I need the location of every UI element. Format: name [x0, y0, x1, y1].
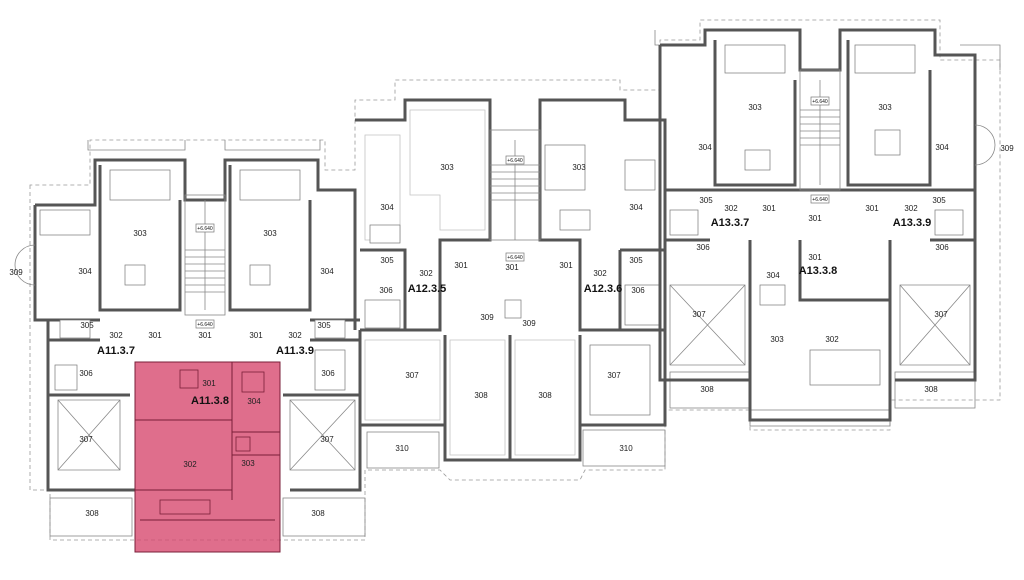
highlight-unit-a11-3-8[interactable]	[134, 361, 281, 553]
room-number-label: 301	[148, 331, 162, 340]
room-number-label: 307	[692, 310, 706, 319]
wing-left	[14, 158, 362, 492]
room-number-label: 310	[395, 444, 409, 453]
room-number-label: 301	[559, 261, 573, 270]
room-number-label: 304	[320, 267, 334, 276]
room-number-label: 303	[878, 103, 892, 112]
unit-label: A12.3.5	[408, 283, 447, 295]
room-number-label: 304	[247, 397, 261, 406]
room-number-label: 305	[699, 196, 713, 205]
room-number-label: 305	[629, 256, 643, 265]
room-number-label: 304	[935, 143, 949, 152]
wing-middle	[355, 98, 667, 462]
room-number-label: 301	[808, 253, 822, 262]
room-number-label: 309	[480, 313, 494, 322]
level-marker: +6.640	[505, 155, 525, 165]
room-number-label: 306	[935, 243, 949, 252]
room-number-label: 304	[698, 143, 712, 152]
room-number-label: 301	[808, 214, 822, 223]
room-number-label: 307	[320, 435, 334, 444]
level-marker: +6.640	[810, 194, 830, 204]
room-number-label: 303	[241, 459, 255, 468]
unit-label: A13.3.8	[799, 265, 838, 277]
level-marker: +6.640	[195, 319, 215, 329]
room-number-label: 301	[249, 331, 263, 340]
room-number-label: 308	[85, 509, 99, 518]
room-number-label: 302	[825, 335, 839, 344]
room-number-label: 301	[454, 261, 468, 270]
room-number-label: 302	[288, 331, 302, 340]
svg-text:+6.640: +6.640	[507, 255, 523, 261]
svg-text:+6.640: +6.640	[812, 99, 828, 105]
room-number-label: 308	[538, 391, 552, 400]
unit-label: A13.3.7	[711, 217, 750, 229]
svg-text:+6.640: +6.640	[507, 158, 523, 164]
room-number-label: 307	[607, 371, 621, 380]
room-number-label: 309	[522, 319, 536, 328]
svg-text:+6.640: +6.640	[812, 197, 828, 203]
room-number-label: 304	[766, 271, 780, 280]
room-number-label: 303	[263, 229, 277, 238]
room-labels: 309 304 303 305 302 306 307 308 301 301 301 304 302 3…	[9, 103, 1014, 518]
room-number-label: 301	[762, 204, 776, 213]
unit-label: A11.3.9	[276, 345, 314, 357]
unit-labels: A11.3.7 A11.3.8 A11.3.9 A12.3.5 A12.3.6 …	[97, 217, 931, 407]
unit-label: A12.3.6	[584, 283, 623, 295]
room-number-label: 305	[380, 256, 394, 265]
room-number-label: 307	[934, 310, 948, 319]
room-number-label: 310	[619, 444, 633, 453]
room-number-label: 305	[317, 321, 331, 330]
room-number-label: 303	[440, 163, 454, 172]
room-number-label: 304	[380, 203, 394, 212]
level-marker: +6.640	[810, 96, 830, 106]
unit-label: A11.3.8	[191, 395, 229, 407]
room-number-label: 307	[405, 371, 419, 380]
room-number-label: 301	[505, 263, 519, 272]
room-number-label: 307	[79, 435, 93, 444]
room-number-label: 302	[183, 460, 197, 469]
room-number-label: 306	[79, 369, 93, 378]
unit-label: A13.3.9	[893, 217, 932, 229]
room-number-label: 304	[629, 203, 643, 212]
room-number-label: 303	[770, 335, 784, 344]
room-number-label: 306	[321, 369, 335, 378]
room-number-label: 308	[311, 509, 325, 518]
room-number-label: 302	[109, 331, 123, 340]
level-marker: +6.640	[505, 252, 525, 262]
room-number-label: 303	[133, 229, 147, 238]
room-number-label: 303	[572, 163, 586, 172]
room-number-label: 302	[593, 269, 607, 278]
room-number-label: 301	[865, 204, 879, 213]
room-number-label: 302	[904, 204, 918, 213]
svg-text:+6.640: +6.640	[197, 322, 213, 328]
room-number-label: 302	[419, 269, 433, 278]
room-number-label: 309	[9, 268, 23, 277]
level-marker: +6.640	[195, 223, 215, 233]
unit-label: A11.3.7	[97, 345, 135, 357]
wing-right	[658, 28, 996, 422]
room-number-label: 304	[78, 267, 92, 276]
room-number-label: 306	[379, 286, 393, 295]
room-number-label: 308	[474, 391, 488, 400]
room-number-label: 305	[80, 321, 94, 330]
room-number-label: 305	[932, 196, 946, 205]
room-number-label: 306	[631, 286, 645, 295]
room-number-label: 306	[696, 243, 710, 252]
room-number-label: 301	[202, 379, 216, 388]
room-number-label: 303	[748, 103, 762, 112]
svg-text:+6.640: +6.640	[197, 226, 213, 232]
room-number-label: 301	[198, 331, 212, 340]
room-number-label: 308	[700, 385, 714, 394]
room-number-label: 308	[924, 385, 938, 394]
room-number-label: 309	[1000, 144, 1014, 153]
level-markers: +6.640 +6.640 +6.640 +6.640 +6.640 +6.64…	[195, 96, 830, 329]
room-number-label: 302	[724, 204, 738, 213]
